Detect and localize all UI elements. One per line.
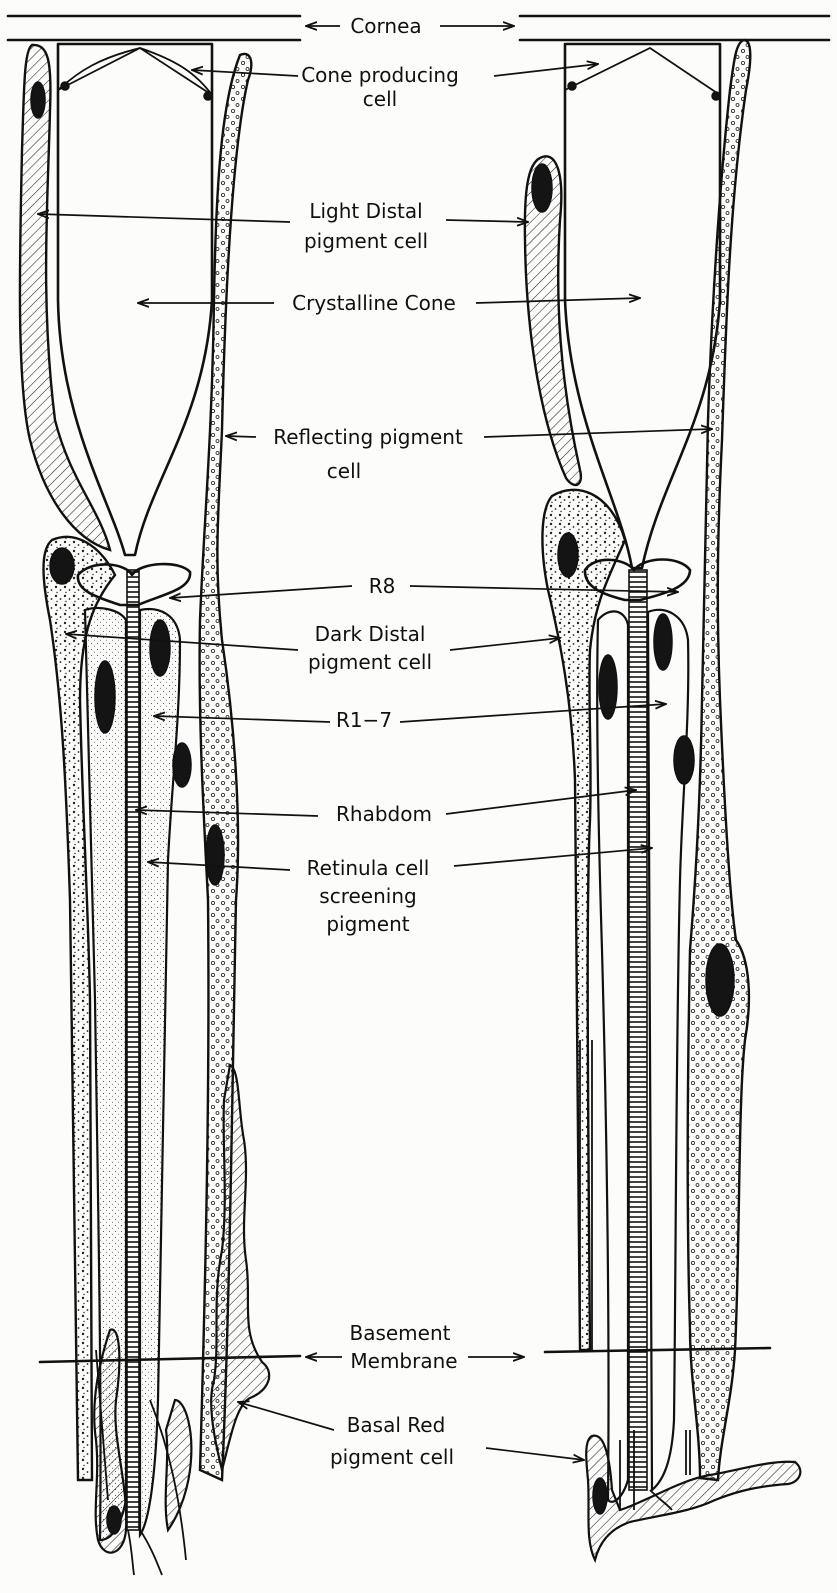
right-cone-cell-nucleus bbox=[568, 82, 576, 90]
labels: Cornea Cone producing cell Light Distal … bbox=[273, 14, 463, 1469]
right-retinula-cells bbox=[597, 611, 628, 1501]
left-retinula-nucleus-1 bbox=[95, 661, 115, 733]
left-ommatidium bbox=[8, 16, 300, 1575]
left-light-distal-nucleus bbox=[31, 82, 45, 118]
label-dark-distal-cell: pigment cell bbox=[308, 650, 432, 674]
arrow-light-distal-right bbox=[446, 220, 528, 222]
label-basal-red-cell: pigment cell bbox=[330, 1445, 454, 1469]
left-retinula-nucleus-3 bbox=[173, 743, 191, 787]
right-dark-distal-cell bbox=[542, 490, 625, 1350]
right-reflecting-nucleus bbox=[706, 944, 734, 1016]
right-cornea bbox=[520, 16, 829, 40]
right-crystalline-cone bbox=[565, 44, 720, 568]
arrow-reflecting-right bbox=[484, 429, 712, 437]
label-basement-membrane: Membrane bbox=[350, 1349, 457, 1373]
label-crystalline-cone: Crystalline Cone bbox=[292, 291, 456, 315]
arrow-r8-left bbox=[170, 586, 352, 598]
arrow-reflecting-left bbox=[226, 436, 256, 437]
left-dark-distal-nucleus bbox=[50, 548, 74, 584]
right-basal-red-nucleus bbox=[593, 1478, 607, 1514]
arrow-retinula-right bbox=[454, 848, 652, 866]
left-retinula-nucleus-2 bbox=[150, 620, 170, 676]
label-r1-7: R1−7 bbox=[336, 708, 392, 732]
label-light-distal: Light Distal bbox=[309, 199, 422, 223]
label-retinula: Retinula cell bbox=[307, 856, 430, 880]
left-basal-red-cell-3 bbox=[166, 1400, 192, 1530]
left-reflecting-nucleus bbox=[206, 825, 224, 885]
left-cone-cell-borders bbox=[58, 48, 212, 95]
arrow-rhabdom-right bbox=[446, 790, 636, 814]
label-rhabdom: Rhabdom bbox=[336, 802, 432, 826]
right-basement-membrane bbox=[545, 1348, 770, 1352]
label-basal-red: Basal Red bbox=[347, 1413, 446, 1437]
arrow-r1-7-left bbox=[154, 716, 330, 722]
arrow-dark-distal-right bbox=[450, 638, 560, 650]
arrow-basal-red-left bbox=[238, 1402, 334, 1430]
label-reflecting-pigment: Reflecting pigment bbox=[273, 425, 463, 449]
right-ommatidium bbox=[520, 16, 829, 1560]
left-crystalline-cone bbox=[58, 44, 212, 555]
right-retinula-nucleus-1 bbox=[599, 655, 617, 719]
arrow-light-distal-left bbox=[38, 214, 290, 222]
right-cone-cell-nucleus-2 bbox=[712, 92, 720, 100]
left-light-distal-cell bbox=[20, 45, 110, 550]
label-dark-distal: Dark Distal bbox=[315, 622, 426, 646]
left-retinula-cells-right bbox=[140, 609, 180, 1535]
label-r8: R8 bbox=[369, 574, 396, 598]
label-cone-producing: Cone producing bbox=[301, 63, 459, 87]
left-cornea bbox=[8, 16, 300, 40]
arrow-basal-red-right bbox=[486, 1448, 584, 1460]
right-retinula-nucleus-2 bbox=[654, 614, 672, 670]
right-dark-distal-nucleus bbox=[558, 533, 578, 577]
left-cone-cell-nucleus-2 bbox=[204, 92, 212, 100]
label-cornea: Cornea bbox=[350, 14, 421, 38]
label-cone-producing-cell: cell bbox=[363, 87, 397, 111]
right-cone-cell-borders bbox=[565, 48, 720, 95]
label-reflecting-cell: cell bbox=[327, 459, 361, 483]
label-retinula-pigment: pigment bbox=[326, 912, 409, 936]
arrow-r1-7-right bbox=[400, 704, 666, 722]
right-reflecting-cell bbox=[688, 40, 751, 1480]
right-retinula-nucleus-3 bbox=[674, 736, 694, 784]
left-basal-red-nucleus bbox=[107, 1506, 121, 1534]
right-light-distal-nucleus bbox=[532, 164, 552, 212]
label-basement: Basement bbox=[349, 1321, 450, 1345]
label-light-distal-cell: pigment cell bbox=[304, 229, 428, 253]
left-rhabdom bbox=[127, 570, 139, 1530]
label-retinula-screening: screening bbox=[319, 884, 416, 908]
right-rhabdom bbox=[629, 570, 647, 1490]
left-cone-cell-nucleus bbox=[61, 82, 69, 90]
arrow-cone-right bbox=[494, 64, 598, 76]
